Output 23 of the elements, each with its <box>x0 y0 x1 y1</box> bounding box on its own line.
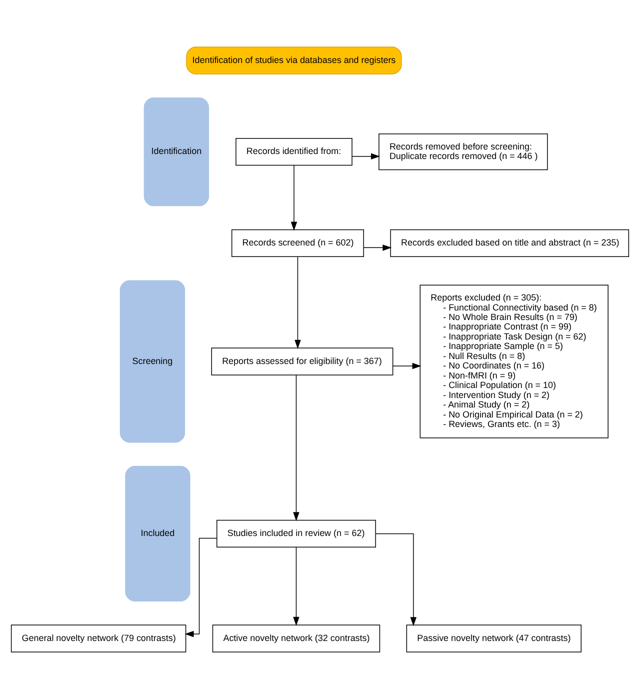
node-box: Studies included in review (n = 62) <box>216 520 376 548</box>
node-box: General novelty network (79 contrasts) <box>10 624 186 652</box>
node-box: Identification <box>144 98 209 206</box>
node-box: Records screened (n = 602) <box>231 229 364 258</box>
arrow <box>293 546 300 626</box>
node-box: Reports excluded (n = 305): - Functional Connectivity based (n = 8) - No Whole Brain Results (n = 79) - Inappropriate Contrast (n = 99) - Inappropriate Task Design (n = 62) - Inappropriate Sample (n = 5) - Null Results (n = 8) - No Coordinates (n = 16) - Non-fMRI (n = 9) - Clinical Population (n = 10) - Intervention Study (n = 2) - Animal Study (n = 2) - No Original Empirical Data (n = 2) - Reviews, Grants etc. (n = 3) <box>420 284 608 438</box>
arrow <box>392 362 422 370</box>
node-box: Reports assessed for eligibility (n = 367) <box>211 348 394 376</box>
node-box: Included <box>125 466 190 602</box>
node-box: Screening <box>120 280 186 443</box>
node-box: Records removed before screening: Duplicate records removed (n = 446 ) <box>378 133 548 170</box>
arrow <box>364 244 392 251</box>
arrow <box>294 256 301 349</box>
node-box: Records identified from: <box>236 138 352 166</box>
node-box: Passive novelty network (47 contrasts) <box>406 624 582 652</box>
node-box: Identification of studies via databases and registers <box>186 46 402 74</box>
arrow <box>375 533 417 626</box>
arrow <box>293 374 300 522</box>
node-box: Records excluded based on title and abstract (n = 235) <box>390 229 630 258</box>
arrow <box>352 153 380 160</box>
node-box: Active novelty network (32 contrasts) <box>212 624 380 652</box>
arrow <box>290 164 298 231</box>
arrow <box>184 538 218 638</box>
